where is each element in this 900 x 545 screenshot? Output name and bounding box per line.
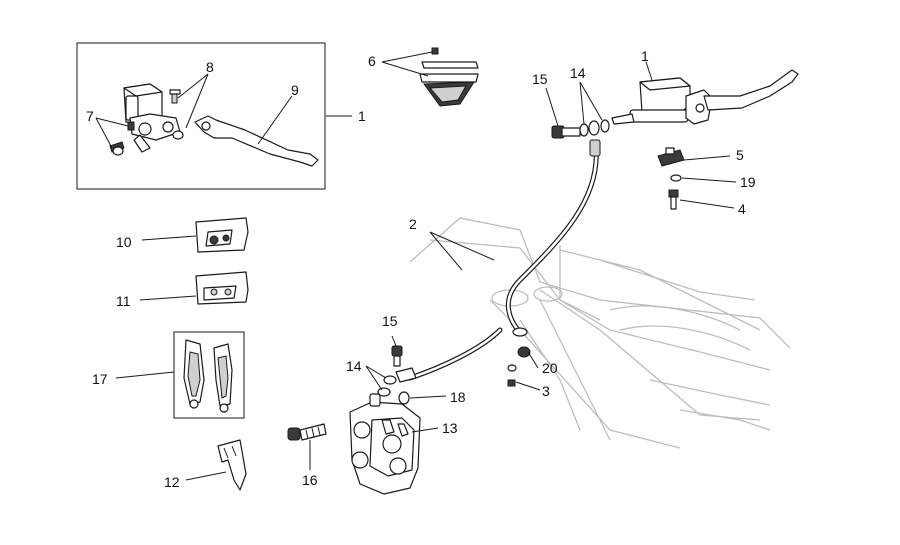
callout-box-lever: 9: [291, 82, 299, 98]
callout-brake-hose: 2: [409, 216, 417, 232]
grommet-and-screw: [507, 346, 531, 387]
callout-fitting-screw-bottom: 15: [382, 313, 398, 329]
callout-pads-11: 11: [116, 293, 131, 309]
pads-box: [173, 331, 245, 419]
brake-pads-pair: [183, 339, 233, 413]
assembly-box: [76, 42, 326, 190]
brake-hose: [407, 139, 601, 381]
callout-box-screws: 7: [86, 108, 94, 124]
master-cylinder-right: [611, 69, 799, 125]
master-cylinder-assembly: [109, 83, 319, 167]
callout-caliper-13: 13: [442, 420, 458, 436]
callout-washers-bottom: 14: [346, 358, 362, 374]
callout-caliper-bolt-16: 16: [302, 472, 318, 488]
callout-grommet-20: 20: [542, 360, 558, 376]
brake-caliper: [349, 393, 421, 495]
pad-kit-top: [419, 47, 479, 107]
banjo-fitting-top: [551, 119, 610, 139]
callout-pads-17: 17: [92, 371, 108, 387]
caliper-bolt: [287, 423, 327, 441]
callout-labels: 1 7 8 9 6 1 15 14 5 19 4 2 10 11 17 12 1…: [86, 48, 756, 490]
callout-fitting-screw-top: 15: [532, 71, 548, 87]
callout-screw-4: 4: [738, 201, 746, 217]
callout-washer-19: 19: [740, 174, 756, 190]
frame-outline: [409, 217, 791, 449]
pad-set-10: [195, 217, 249, 253]
banjo-fitting-bottom: [377, 345, 417, 397]
callout-pad-kit-top: 6: [368, 53, 376, 69]
callout-spring-12: 12: [164, 474, 180, 490]
pad-set-11: [195, 271, 249, 305]
callout-pads-10: 10: [116, 234, 132, 250]
callout-washers-top: 14: [570, 65, 586, 81]
callout-screw-3: 3: [542, 383, 550, 399]
brake-switch-parts: [657, 147, 685, 210]
bleed-cap: [398, 391, 410, 405]
callout-bleed-cap-18: 18: [450, 389, 466, 405]
leader-lines: [95, 51, 737, 481]
callout-master-cylinder: 1: [641, 48, 649, 64]
callout-box-master-cylinder: 1: [358, 108, 366, 124]
pad-spring: [217, 439, 247, 491]
callout-box-pins: 8: [206, 59, 214, 75]
callout-switch: 5: [736, 147, 744, 163]
